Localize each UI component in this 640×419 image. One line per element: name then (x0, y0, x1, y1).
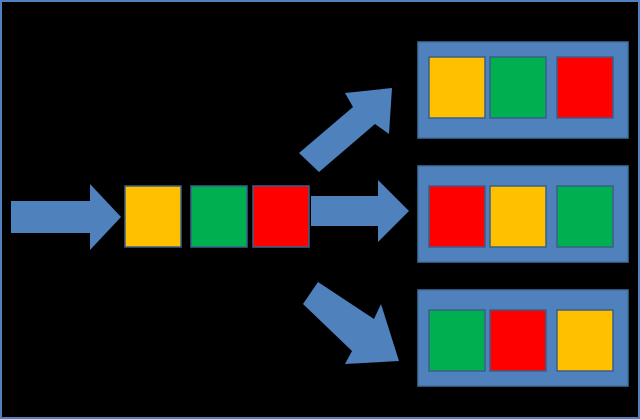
input-arrow (11, 184, 121, 250)
input-square-yellow (124, 185, 182, 248)
input-square-green (190, 185, 248, 248)
output-middle-square-green (556, 185, 614, 248)
output-sequences (428, 56, 614, 372)
output-top-square-yellow (428, 56, 486, 119)
output-top-square-green (489, 56, 547, 119)
arrow-to-middle-row (311, 180, 409, 242)
output-bottom-square-red (489, 309, 547, 372)
arrow-to-top-row (299, 88, 392, 172)
input-sequence (124, 185, 310, 248)
output-middle-square-yellow (489, 185, 547, 248)
output-top-square-red (556, 56, 614, 119)
output-middle-square-red (428, 185, 486, 248)
output-bottom-square-green (428, 309, 486, 372)
arrow-to-bottom-row (303, 282, 399, 364)
output-bottom-square-yellow (556, 309, 614, 372)
input-square-red (252, 185, 310, 248)
